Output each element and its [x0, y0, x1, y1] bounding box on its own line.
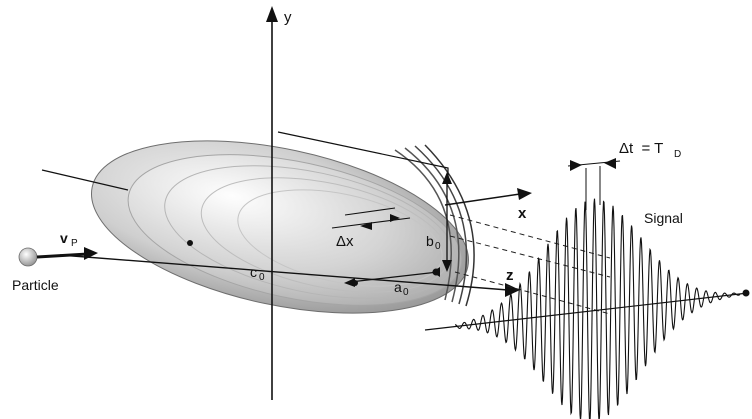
y-axis [266, 6, 278, 400]
delta-t-subscript: D [674, 149, 681, 160]
delta-x-arrows [331, 207, 411, 230]
c0-label: c [250, 264, 257, 280]
origin-dot [187, 240, 193, 246]
a0-label: a [394, 279, 402, 295]
delta-t-markers [567, 158, 621, 210]
b0-subscript: 0 [435, 241, 441, 252]
velocity-label: v [60, 230, 68, 246]
signal-label: Signal [644, 210, 683, 226]
y-axis-label: y [284, 9, 292, 26]
x-axis [444, 188, 532, 206]
b0-label: b [426, 233, 434, 249]
c0-end-dot [352, 280, 358, 286]
velocity-subscript: P [71, 238, 78, 249]
particle-label: Particle [12, 277, 59, 293]
ellipsoid-volume [90, 140, 475, 314]
delta-t-label: Δt = T [619, 140, 663, 157]
c0-subscript: 0 [259, 272, 265, 283]
doppler-signal-burst [455, 198, 741, 419]
x-axis-back-line [41, 169, 129, 191]
a0-segment [344, 267, 440, 287]
z-axis-label: z [506, 267, 514, 284]
a0-subscript: 0 [403, 287, 409, 298]
b0-dimension-arrow [442, 172, 452, 272]
delta-x-label: Δx [336, 233, 354, 250]
x-axis-label: x [518, 205, 527, 222]
particle [18, 247, 98, 267]
